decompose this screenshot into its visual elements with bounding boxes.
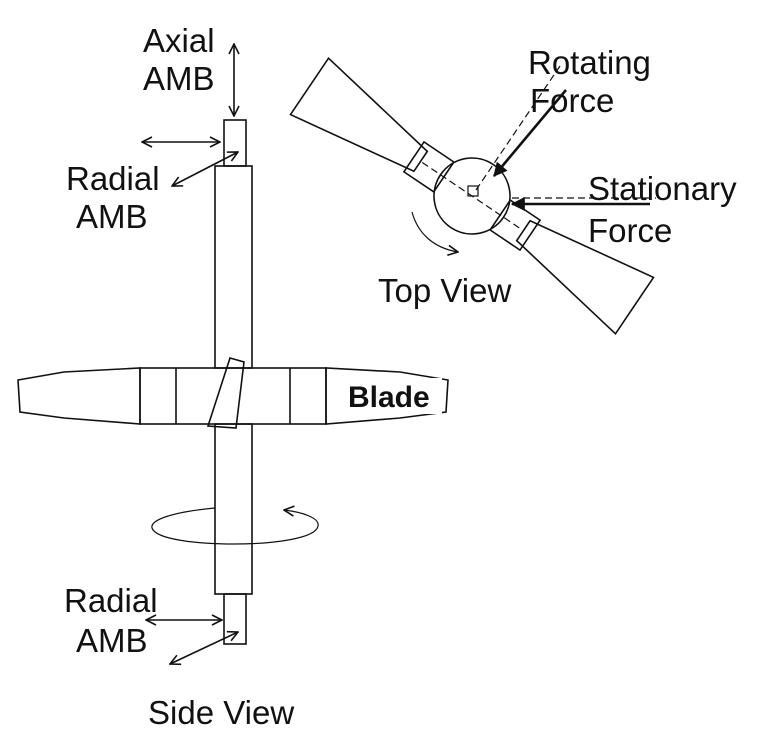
radial-amb-bottom-label-line1: Radial (64, 582, 158, 619)
top-rotation-arrow (411, 211, 458, 252)
radial-amb-bottom-arrow-diagonal (170, 632, 238, 664)
top-center-marker (467, 185, 479, 197)
shaft-rotation-arrow (151, 508, 319, 545)
axial-amb-label-line2: AMB (143, 60, 215, 97)
rotating-force-label-line1: Rotating (528, 44, 651, 81)
radial-amb-bottom-label-line2: AMB (76, 622, 148, 659)
side-view (17, 44, 449, 664)
top-view-label: Top View (378, 272, 511, 309)
blade-right (325, 367, 449, 425)
radial-amb-top-label-line2: AMB (76, 198, 148, 235)
shaft-upper (214, 165, 253, 369)
radial-amb-top-arrow-diagonal (172, 152, 238, 186)
stationary-force-label-line2: Force (588, 212, 672, 249)
stationary-force-label-line1: Stationary (588, 170, 737, 207)
rotating-dash-line (475, 65, 561, 191)
top-blade-right (515, 219, 655, 336)
shaft-lower (214, 423, 253, 595)
blade-left (17, 367, 141, 425)
top-blade-left (289, 56, 429, 173)
radial-amb-top-label-line1: Radial (66, 160, 160, 197)
blade-label: Blade (348, 381, 430, 414)
blade-hub (139, 367, 327, 425)
rotating-force-label-line2: Force (530, 82, 614, 119)
blade-label-bg (346, 378, 442, 414)
shaft-top-stub (223, 119, 247, 167)
axial-amb-label-line1: Axial (143, 22, 215, 59)
side-view-label: Side View (148, 694, 294, 731)
blade-twist-section (206, 357, 245, 429)
top-view (289, 56, 656, 336)
rotating-force-arrow (493, 89, 567, 177)
